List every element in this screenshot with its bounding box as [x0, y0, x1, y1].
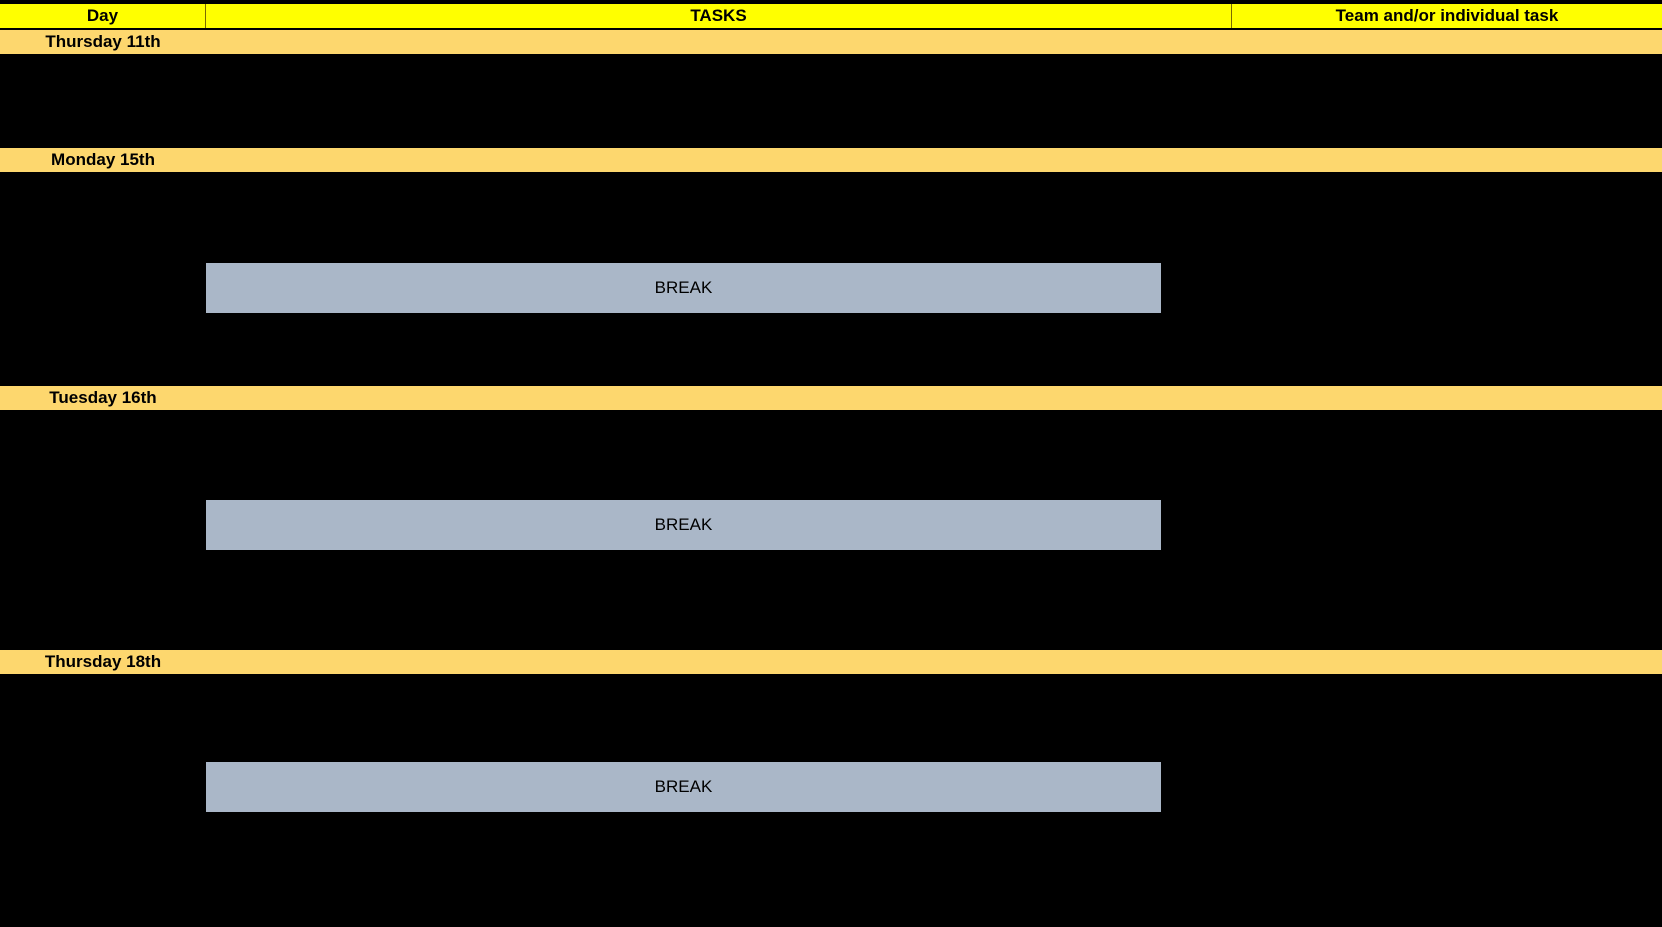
day-row-thursday-18th[interactable]: Thursday 18th — [0, 650, 1662, 674]
day-label-thursday-18th: Thursday 18th — [44, 652, 162, 671]
day-tasks-cell-tuesday-16th[interactable] — [206, 386, 1232, 410]
day-tasks-cell-monday-15th[interactable] — [206, 148, 1232, 172]
day-row-thursday-11th[interactable]: Thursday 11th — [0, 30, 1662, 54]
column-header-tasks[interactable]: TASKS — [206, 4, 1232, 28]
day-tasks-cell-thursday-18th[interactable] — [206, 650, 1232, 674]
break-bar-tuesday-16th[interactable]: BREAK — [206, 500, 1161, 550]
break-bar-monday-15th[interactable]: BREAK — [206, 263, 1161, 313]
day-team-cell-thursday-11th[interactable] — [1232, 30, 1662, 54]
day-row-tuesday-16th[interactable]: Tuesday 16th — [0, 386, 1662, 410]
day-tasks-cell-thursday-11th[interactable] — [206, 30, 1232, 54]
break-bar-thursday-18th[interactable]: BREAK — [206, 762, 1161, 812]
table-header-row: Day TASKS Team and/or individual task — [0, 4, 1662, 28]
day-label-tuesday-16th: Tuesday 16th — [49, 388, 157, 407]
column-header-team[interactable]: Team and/or individual task — [1232, 4, 1662, 28]
day-label-monday-15th: Monday 15th — [51, 150, 155, 169]
day-team-cell-thursday-18th[interactable] — [1232, 650, 1662, 674]
day-team-cell-monday-15th[interactable] — [1232, 148, 1662, 172]
day-label-thursday-11th: Thursday 11th — [45, 32, 161, 51]
column-header-day[interactable]: Day — [0, 4, 206, 28]
day-team-cell-tuesday-16th[interactable] — [1232, 386, 1662, 410]
day-row-monday-15th[interactable]: Monday 15th — [0, 148, 1662, 172]
